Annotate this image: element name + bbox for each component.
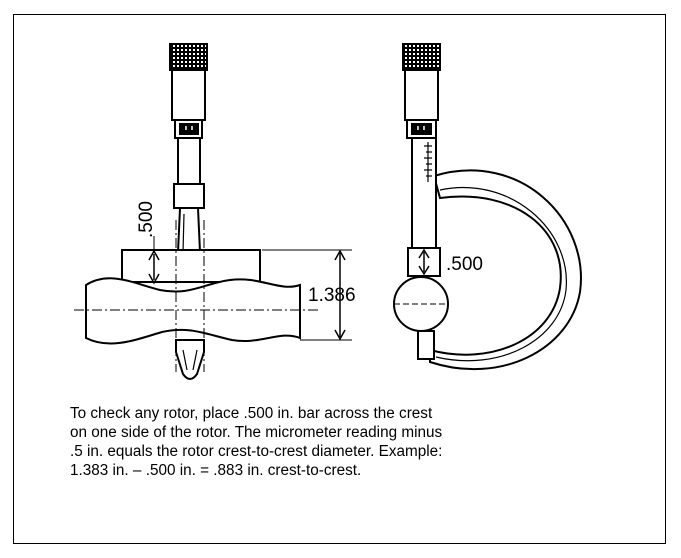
left-rotor-profile: [85, 277, 301, 345]
left-thickness-label: .500: [136, 201, 157, 238]
caption: To check any rotor, place .500 in. bar a…: [70, 404, 630, 480]
left-micrometer-view: [74, 43, 352, 380]
caption-line-1: To check any rotor, place .500 in. bar a…: [70, 405, 433, 422]
left-anvil: [175, 339, 205, 380]
left-thimble: [171, 69, 206, 121]
left-sleeve: [177, 137, 201, 185]
right-c-frame: [429, 169, 582, 371]
right-sleeve: [411, 137, 437, 249]
left-collar: [173, 183, 205, 209]
caption-line-2: on one side of the rotor. The micrometer…: [70, 424, 443, 441]
right-thimble: [404, 69, 439, 121]
right-thickness-label: .500: [446, 254, 483, 275]
left-thimble-knurl: [169, 43, 208, 71]
right-micrometer-view: [393, 43, 582, 371]
figure-frame: [13, 14, 666, 544]
left-gauge-bar: [121, 249, 261, 283]
caption-line-3: .5 in. equals the rotor crest-to-crest d…: [70, 443, 443, 460]
caption-line-4: 1.383 in. – .500 in. = .883 in. crest-to…: [70, 462, 362, 479]
micrometer-reading-label: 1.386: [308, 285, 356, 306]
right-thimble-knurl: [402, 43, 441, 71]
